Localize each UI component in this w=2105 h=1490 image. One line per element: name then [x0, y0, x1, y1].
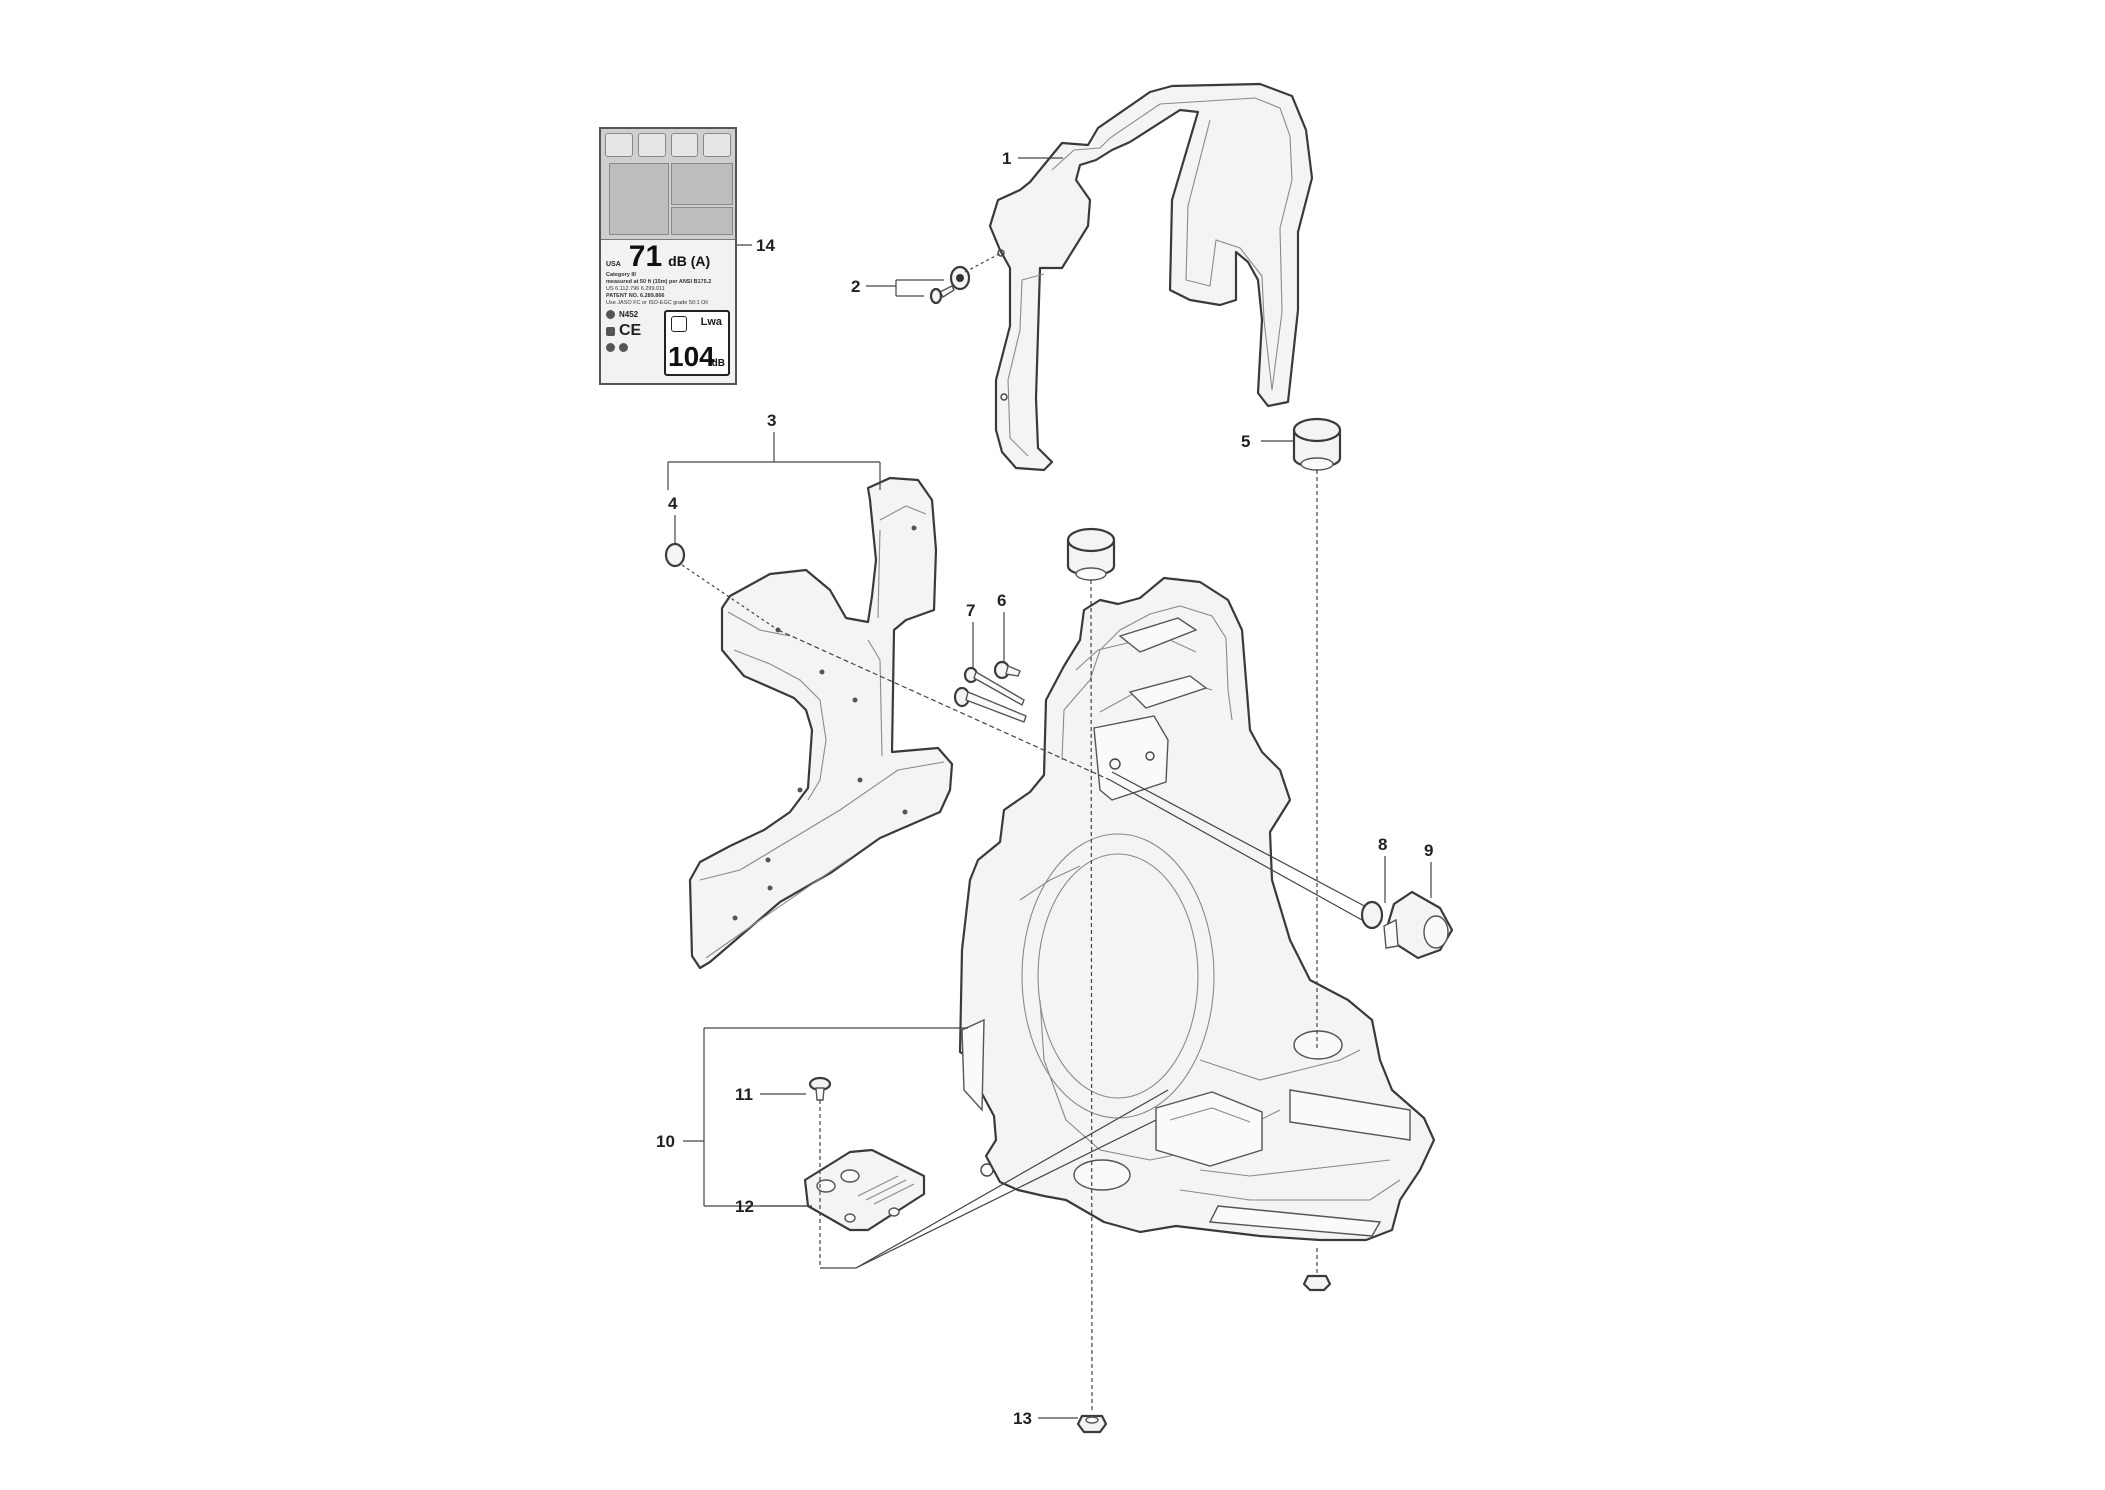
label-pictograms [601, 129, 735, 240]
distance-warning-icon [671, 207, 733, 235]
part-1-frame [988, 82, 1314, 472]
label-cert-row [606, 343, 660, 352]
part-6-pin [993, 660, 1021, 680]
label-code: N452 [619, 310, 639, 319]
label-marks: N452 CE [606, 310, 660, 376]
certification-mark-icon [606, 343, 615, 352]
lwa-symbol: Lwa [700, 316, 722, 328]
label-region: USA [606, 261, 621, 268]
callout-11: 11 [735, 1085, 753, 1104]
lwa-unit: dB [711, 358, 725, 369]
callout-3: 3 [767, 411, 776, 430]
callout-8: 8 [1378, 835, 1387, 854]
callout-4: 4 [668, 494, 678, 513]
sound-power-box: Lwa 104 dB [664, 310, 730, 376]
part-7-bolt [953, 666, 1027, 723]
circle-mark-icon [606, 310, 615, 319]
part-5-damper [1292, 417, 1342, 1048]
part-8-washer [1360, 900, 1384, 930]
callout-leaders [667, 157, 1432, 1419]
label-top-icons [605, 133, 731, 157]
backpack-frame [958, 576, 1436, 1242]
callout-12: 12 [735, 1197, 754, 1216]
label-line-3: US 6.112.796 6.299.011 [606, 286, 665, 292]
callout-13: 13 [1013, 1409, 1032, 1428]
noise-value: 71 [628, 240, 663, 273]
blower-hazard-icon [671, 163, 733, 205]
label-code-row: N452 [606, 310, 660, 319]
nut-bottom-right [1302, 1248, 1332, 1292]
damper-top-left [1066, 527, 1116, 1411]
callout-2: 2 [851, 277, 860, 296]
part-11-bolt [808, 1076, 832, 1268]
eye-protection-icon [703, 133, 731, 157]
callout-numbers: 1 2 3 4 5 6 7 8 9 10 11 12 13 14 [656, 149, 1433, 1428]
noise-unit: dB (A) [668, 253, 711, 269]
part-2-screw [929, 252, 1002, 305]
part-13-nut [1076, 1414, 1108, 1434]
callout-10: 10 [656, 1132, 675, 1151]
label-bottom: N452 CE Lwa 104 dB [601, 307, 735, 379]
callout-7: 7 [966, 601, 975, 620]
callout-14: 14 [756, 236, 775, 255]
operator-pictogram-icon [609, 163, 669, 235]
ce-mark: CE [619, 322, 642, 339]
pct-mark-icon [619, 343, 628, 352]
label-line-2: measured at 50 ft (15m) per ANSI B175.2 [606, 279, 712, 285]
part-12-base-plate [803, 1148, 926, 1232]
part-14-warning-label: USA 71 dB (A) Category III measured at 5… [599, 127, 737, 385]
callout-9: 9 [1424, 841, 1433, 860]
part-3-back-pad [688, 476, 954, 970]
part-9-knob [1383, 890, 1454, 960]
hexagon-icon [671, 316, 687, 332]
warning-triangle-icon [605, 133, 633, 157]
lwa-value: 104 [668, 341, 715, 372]
callout-6: 6 [997, 591, 1006, 610]
part-4-plug [664, 542, 779, 631]
label-line-4: PATENT NO. 6.289.866 [606, 293, 665, 299]
noise-row: USA 71 dB (A) [601, 240, 735, 272]
label-line-5: Use JASO FC or ISO-EGC grade 50:1 Oil [606, 300, 708, 306]
label-ce-row: CE [606, 322, 660, 340]
ear-protection-icon [670, 133, 699, 157]
eurasian-mark-icon [606, 326, 615, 336]
manual-icon [637, 133, 666, 157]
label-line-1: Category III [606, 272, 636, 278]
callout-5: 5 [1241, 432, 1250, 451]
callout-1: 1 [1002, 149, 1011, 168]
